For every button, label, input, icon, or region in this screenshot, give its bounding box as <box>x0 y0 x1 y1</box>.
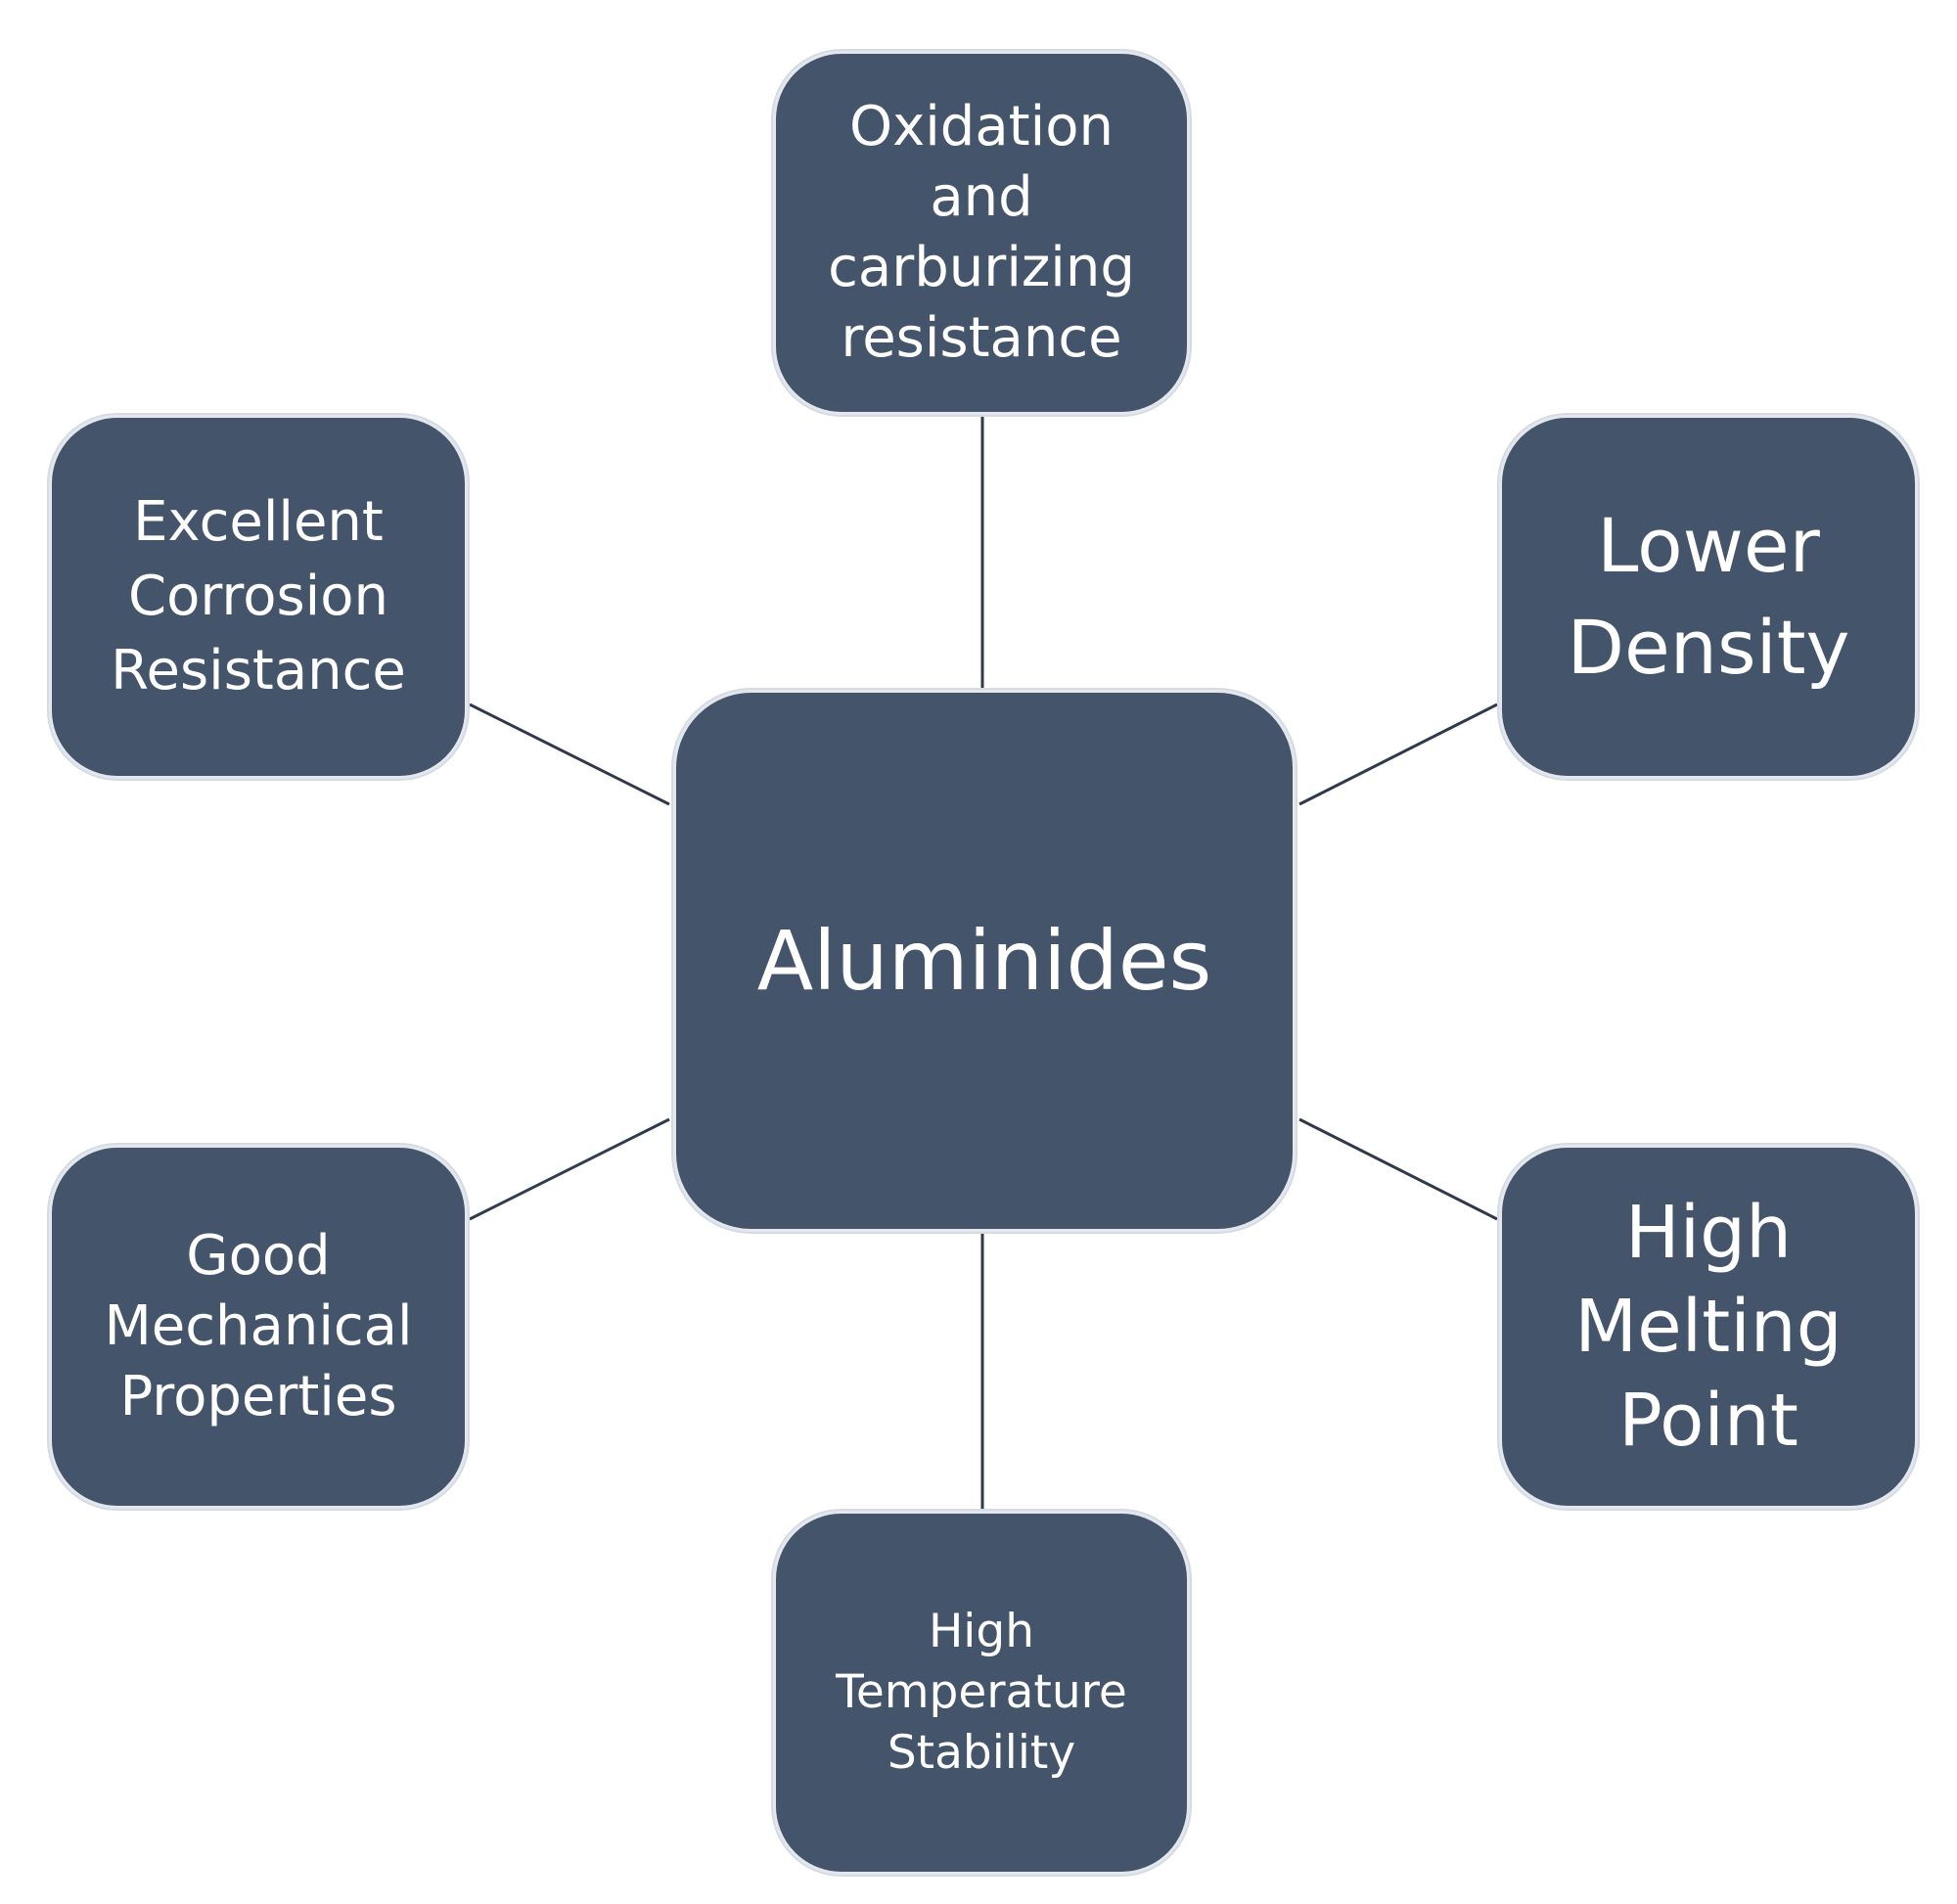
node-oxidation-carburizing-resistance: Oxidation and carburizing resistance <box>773 51 1190 415</box>
connector-lower-left <box>469 1117 670 1221</box>
node-high-melting-point: High Melting Point <box>1499 1145 1918 1509</box>
node-label: High Temperature Stability <box>836 1605 1127 1780</box>
node-good-mechanical-properties: Good Mechanical Properties <box>49 1145 468 1509</box>
node-label: Lower Density <box>1567 502 1850 691</box>
connector-upper-right <box>1298 703 1498 806</box>
node-label: High Melting Point <box>1574 1191 1843 1463</box>
connector-lower-right <box>1298 1117 1498 1221</box>
node-high-temperature-stability: High Temperature Stability <box>773 1511 1190 1875</box>
node-label: Oxidation and carburizing resistance <box>828 95 1135 370</box>
node-lower-density: Lower Density <box>1499 415 1918 779</box>
node-label: Excellent Corrosion Resistance <box>111 490 406 703</box>
node-center-aluminides: Aluminides <box>673 690 1296 1232</box>
node-label: Good Mechanical Properties <box>104 1224 413 1428</box>
node-excellent-corrosion-resistance: Excellent Corrosion Resistance <box>49 415 468 779</box>
center-label: Aluminides <box>756 912 1212 1009</box>
connector-upper-left <box>469 703 670 806</box>
